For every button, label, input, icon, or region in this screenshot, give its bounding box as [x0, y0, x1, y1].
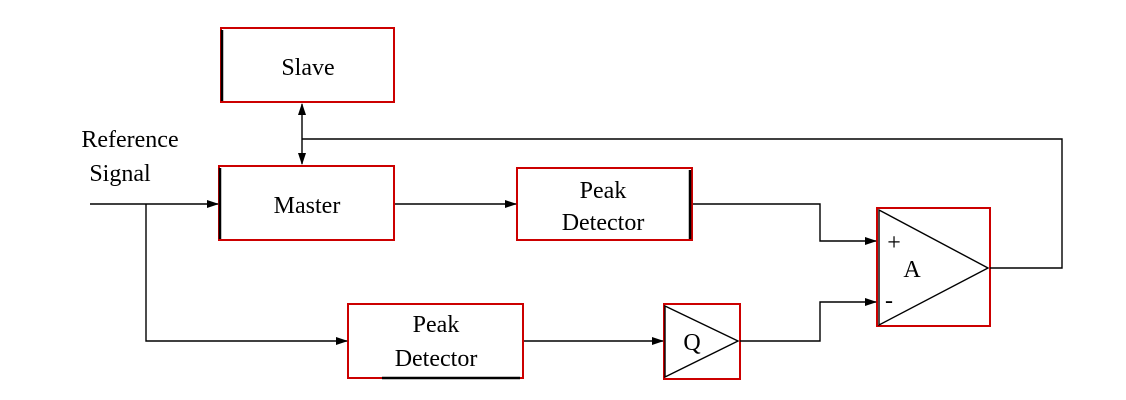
- plus-input-sign: +: [887, 230, 901, 256]
- peak-detector-bottom-label-line2: Detector: [395, 346, 478, 372]
- wire-reference-to-bottom-peak-detector: [145, 204, 348, 345]
- diff-amplifier-label: A: [903, 257, 921, 283]
- q-amplifier-label: Q: [683, 330, 700, 356]
- wire-top-peak-detector-to-plus: [693, 203, 877, 245]
- wire-q-to-minus: [740, 298, 877, 342]
- wire-feedback-loop: [302, 138, 1063, 269]
- master-block: Master: [218, 165, 395, 241]
- slave-label: Slave: [281, 55, 334, 81]
- minus-input-sign: -: [885, 288, 893, 314]
- master-label: Master: [274, 193, 341, 219]
- slave-block: Slave: [220, 27, 395, 103]
- peak-detector-top-block: Peak Detector: [516, 167, 693, 241]
- peak-detector-bottom-label-line1: Peak: [413, 312, 460, 338]
- peak-detector-bottom-block: Peak Detector: [347, 303, 524, 380]
- diff-amplifier-triangle: [878, 208, 990, 327]
- reference-label-line2: Signal: [89, 161, 151, 187]
- peak-detector-top-label-line2: Detector: [562, 210, 645, 236]
- q-amplifier-block: Q: [663, 303, 741, 380]
- q-amplifier-triangle: [664, 304, 740, 379]
- peak-detector-top-label-line1: Peak: [580, 178, 627, 204]
- diff-amplifier-block: A + -: [876, 207, 991, 327]
- reference-label-line1: Reference: [81, 127, 178, 153]
